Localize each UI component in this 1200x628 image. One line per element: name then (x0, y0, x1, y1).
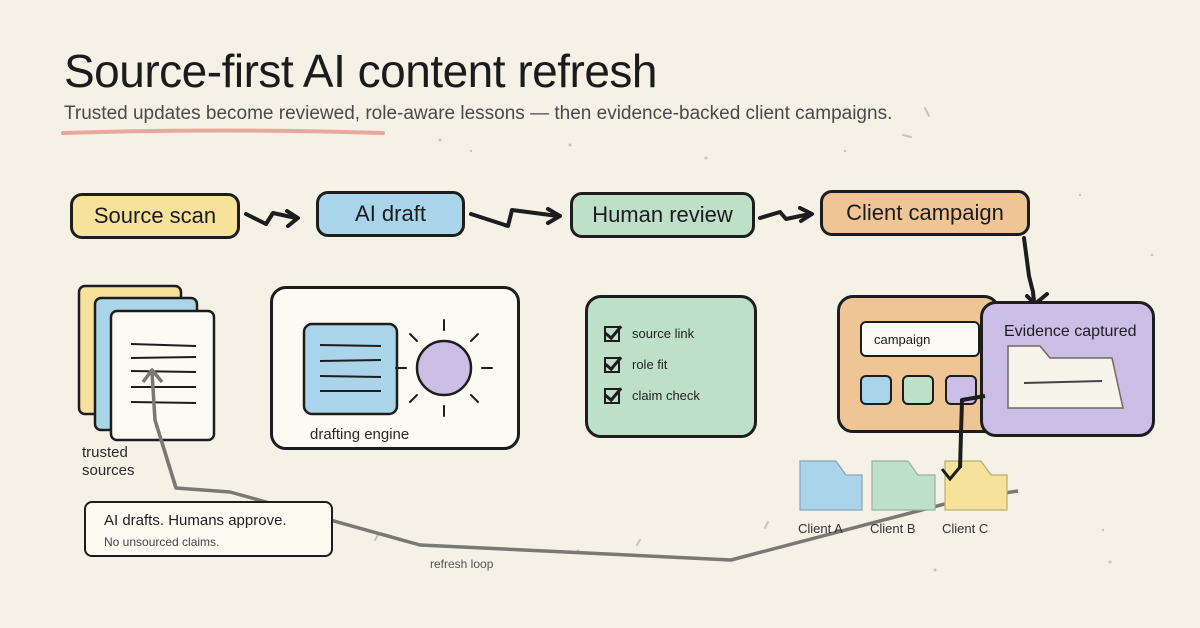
callout-main: AI drafts. Humans approve. (104, 512, 287, 529)
step-label: Client campaign (846, 200, 1004, 225)
campaign-input: campaign (860, 321, 980, 357)
drafting-engine-label: drafting engine (310, 426, 410, 443)
check-item: claim check (604, 380, 700, 411)
trusted-sources-label: trusted sources (82, 444, 135, 479)
step-client-campaign: Client campaign (820, 190, 1030, 236)
step-ai-draft: AI draft (316, 191, 465, 237)
checkbox-checked-icon (604, 325, 620, 342)
step-human-review: Human review (570, 192, 755, 238)
arrow-3 (758, 210, 812, 221)
campaign-tile (860, 375, 892, 405)
page-subtitle: Trusted updates become reviewed, role-aw… (64, 103, 893, 124)
dashes (374, 107, 930, 546)
arrow-1 (244, 211, 298, 226)
arrow-2 (469, 208, 560, 228)
callout-sub: No unsourced claims. (104, 535, 220, 549)
step-label: Source scan (93, 203, 217, 228)
check-label: role fit (632, 357, 668, 372)
check-label: source link (632, 326, 695, 341)
speckles (438, 138, 1154, 572)
checkbox-checked-icon (604, 387, 620, 404)
check-label: claim check (632, 388, 700, 403)
client-label-b: Client B (870, 521, 916, 536)
evidence-card (980, 301, 1155, 437)
evidence-title: Evidence captured (1004, 323, 1137, 340)
step-label: Human review (592, 202, 733, 227)
arrow-4 (1022, 236, 1036, 304)
campaign-card (837, 295, 1000, 433)
subtitle-underline (61, 128, 385, 135)
refresh-loop-label: refresh loop (430, 557, 494, 571)
check-item: role fit (604, 349, 700, 380)
client-label-a: Client A (798, 521, 843, 536)
campaign-tile (945, 375, 977, 405)
campaign-tile (902, 375, 934, 405)
review-checklist: source link role fit claim check (604, 318, 700, 411)
client-label-c: Client C (942, 521, 989, 536)
checkbox-checked-icon (604, 356, 620, 373)
check-item: source link (604, 318, 700, 349)
step-source-scan: Source scan (70, 193, 240, 239)
principle-callout: AI drafts. Humans approve. No unsourced … (84, 501, 333, 557)
step-label: AI draft (355, 201, 426, 226)
page-title: Source-first AI content refresh (64, 45, 658, 97)
